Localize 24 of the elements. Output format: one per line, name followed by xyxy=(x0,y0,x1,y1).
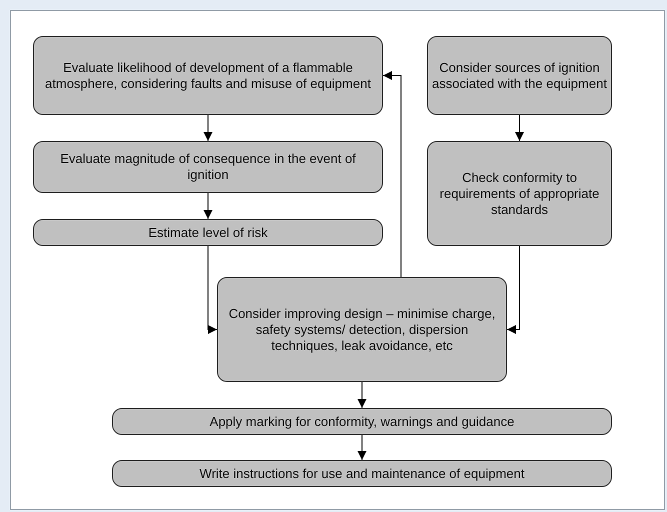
arrow xyxy=(208,246,218,334)
process-box xyxy=(217,277,507,382)
step-text: Consider improving design – minimise charge, safety systems/ detection, dispersion techniques, leak avoidance, etc xyxy=(228,306,496,354)
arrow xyxy=(515,114,524,142)
arrow xyxy=(358,382,366,408)
step-text: Write instructions for use and maintenance of equipment xyxy=(200,466,524,482)
process-box xyxy=(33,219,383,246)
step-text: Evaluate likelihood of development of a flammable atmosphere, considering faults and misuse of equipment xyxy=(44,60,372,92)
process-box xyxy=(112,460,612,487)
arrow xyxy=(506,246,520,334)
arrow xyxy=(382,71,402,278)
step-text: Apply marking for conformity, warnings and guidance xyxy=(210,414,514,430)
process-box xyxy=(33,141,383,193)
process-box xyxy=(427,36,612,115)
arrow xyxy=(204,192,212,220)
process-box xyxy=(33,36,383,115)
arrow xyxy=(358,434,366,460)
step-text: Evaluate magnitude of consequence in the event of ignition xyxy=(59,151,357,183)
step-text: Estimate level of risk xyxy=(148,224,268,240)
process-box xyxy=(112,408,612,435)
step-text: Consider sources of ignition associated with the equipment xyxy=(432,60,607,92)
step-text: Check conformity to requirements of appropriate standards xyxy=(438,170,600,218)
process-box xyxy=(427,141,612,246)
arrow xyxy=(204,114,212,142)
